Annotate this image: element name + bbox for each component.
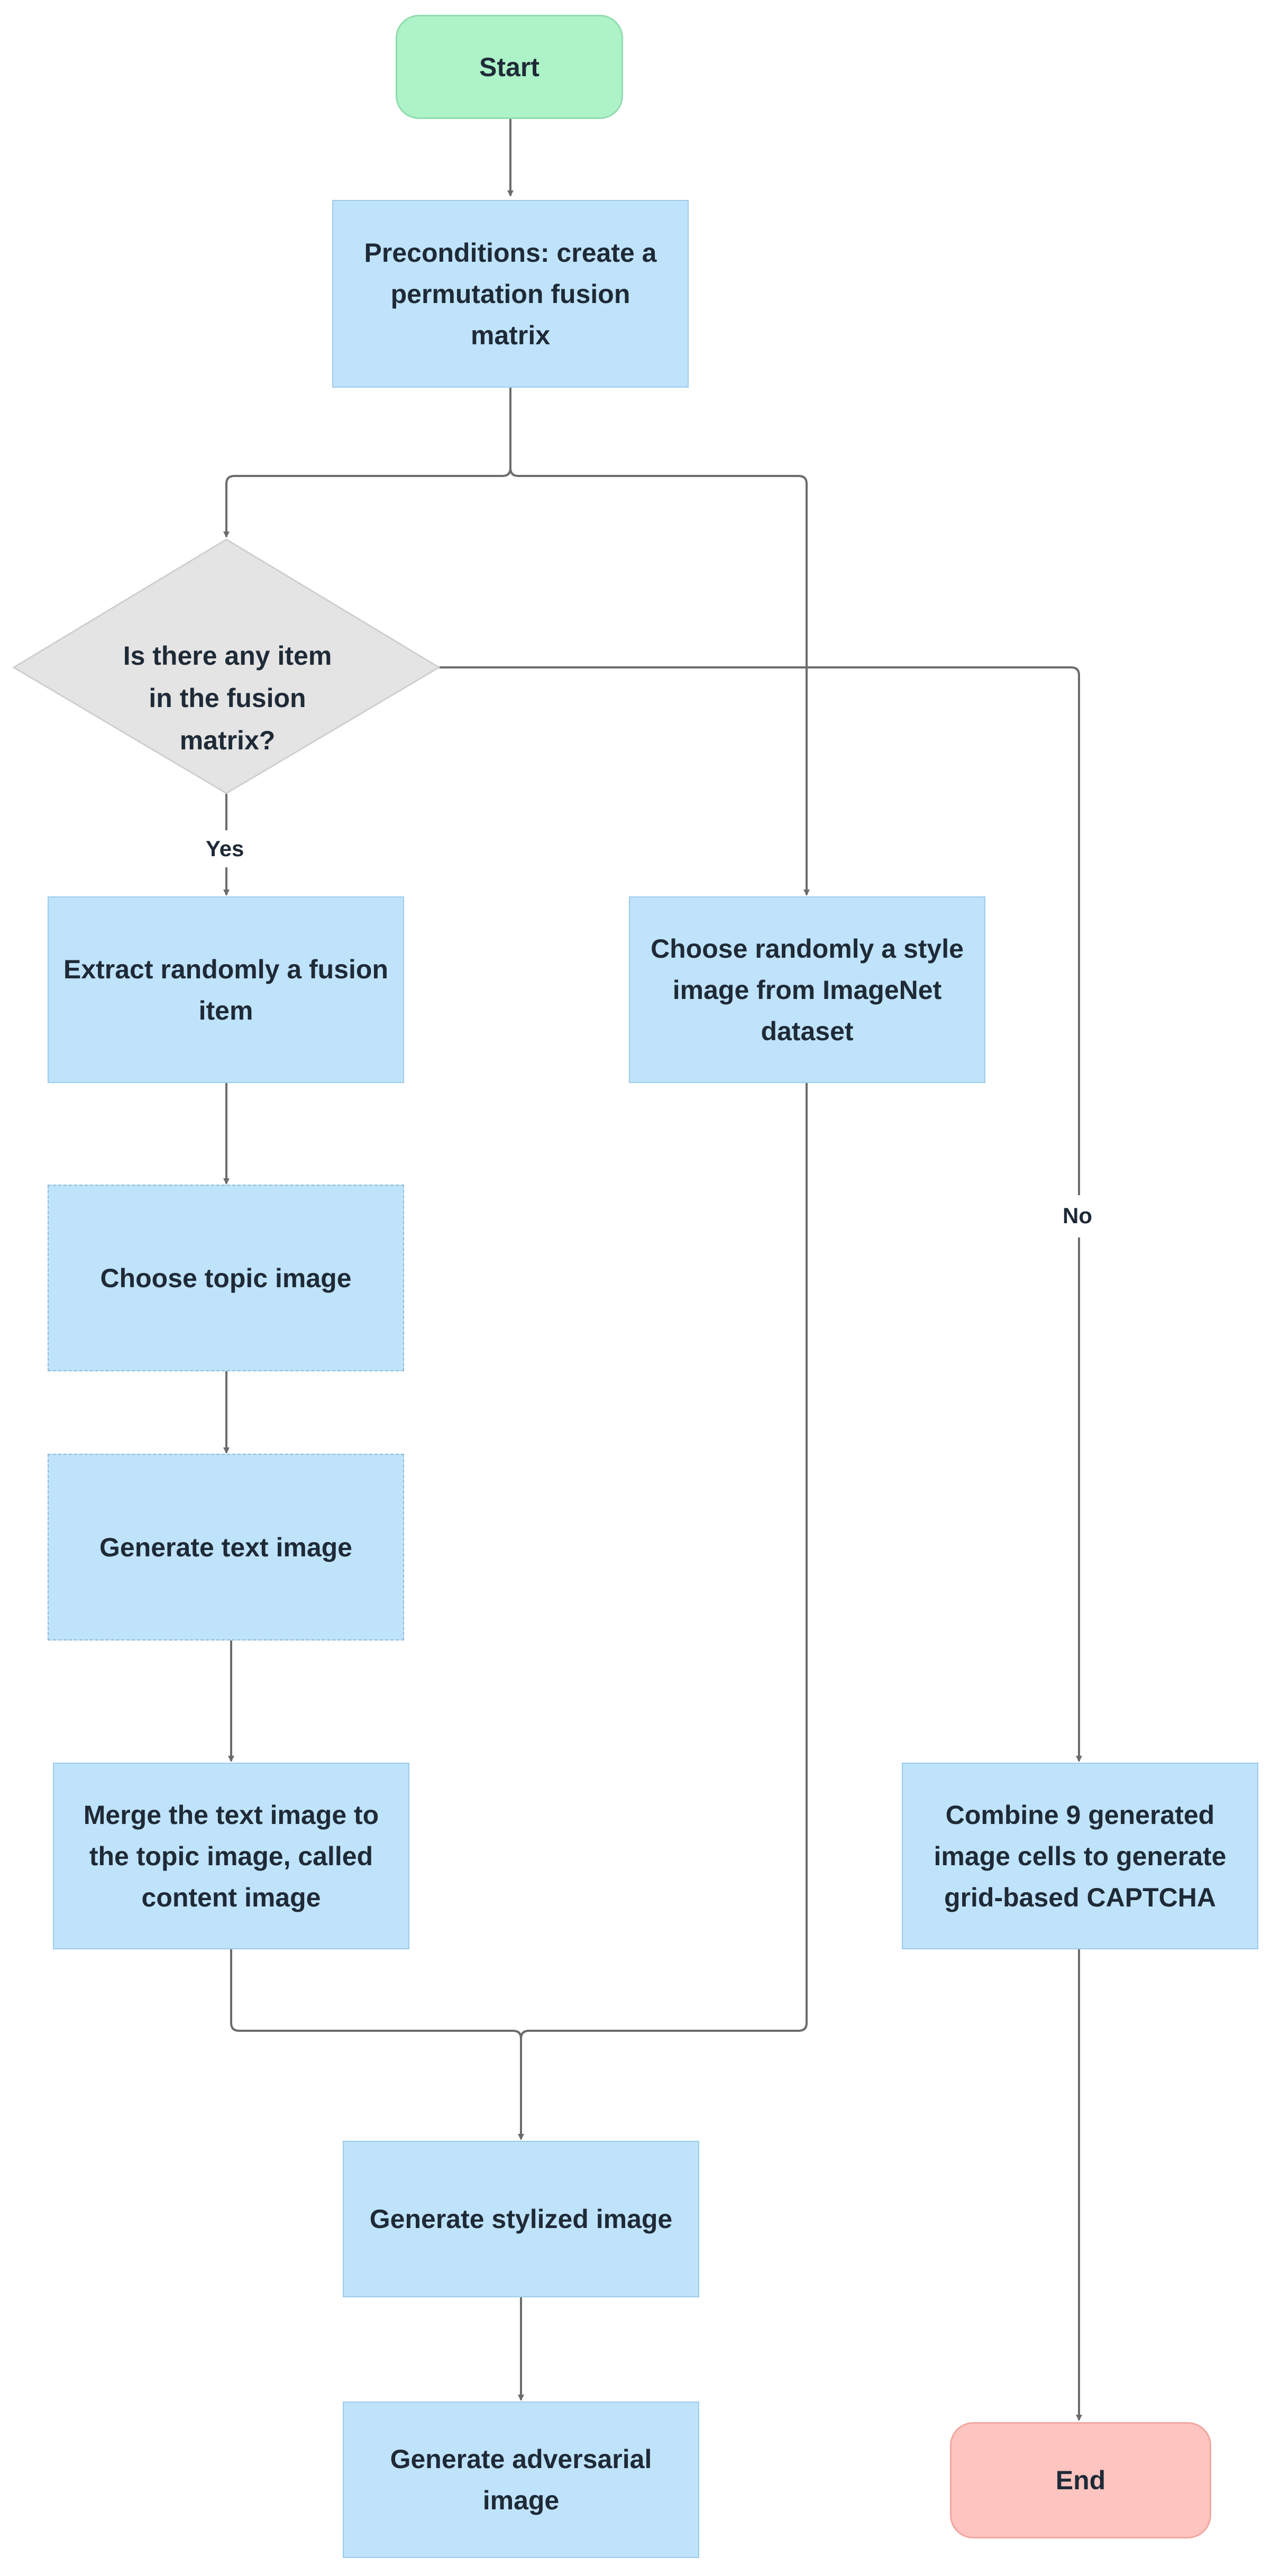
- stylized-box: Generate stylized image: [343, 2141, 699, 2297]
- start-terminal: Start: [396, 15, 623, 119]
- choose-style-label: Choose randomly a style image from Image…: [651, 933, 964, 1046]
- decision-label: Is there any item in the fusion matrix?: [123, 641, 332, 755]
- start-label: Start: [479, 52, 540, 82]
- choose-style-box: Choose randomly a style image from Image…: [629, 896, 985, 1083]
- extract-box: Extract randomly a fusion item: [48, 896, 404, 1083]
- choose-topic-label: Choose topic image: [100, 1263, 352, 1293]
- generate-text-box: Generate text image: [48, 1454, 404, 1640]
- choose-topic-box: Choose topic image: [48, 1185, 404, 1371]
- generate-text-label: Generate text image: [99, 1532, 352, 1562]
- edge-label-yes: Yes: [203, 835, 248, 863]
- merge-box: Merge the text image to the topic image,…: [53, 1763, 409, 1949]
- edge-merge-stylized: [230, 1949, 524, 2140]
- combine-box: Combine 9 generated image cells to gener…: [902, 1763, 1258, 1949]
- combine-label: Combine 9 generated image cells to gener…: [934, 1800, 1227, 1912]
- edge-decision-combine: [436, 666, 1079, 1761]
- end-terminal: End: [950, 2422, 1211, 2538]
- decision-label-container: Is there any item in the fusion matrix?: [32, 587, 423, 809]
- preconditions-label: Preconditions: create a permutation fusi…: [364, 237, 657, 350]
- stylized-label: Generate stylized image: [369, 2204, 673, 2234]
- decision-diamond: [12, 538, 441, 794]
- extract-label: Extract randomly a fusion item: [63, 954, 389, 1025]
- adversarial-box: Generate adversarial image: [343, 2401, 699, 2558]
- merge-label: Merge the text image to the topic image,…: [83, 1800, 379, 1912]
- preconditions-box: Preconditions: create a permutation fusi…: [332, 200, 689, 388]
- edge-preconditions-style: [509, 467, 810, 896]
- edge-style-stylized: [520, 1083, 808, 2039]
- edge-label-no: No: [1059, 1202, 1095, 1230]
- adversarial-label: Generate adversarial image: [390, 2444, 652, 2515]
- end-label: End: [1055, 2465, 1106, 2495]
- edge-preconditions-decision: [223, 388, 511, 538]
